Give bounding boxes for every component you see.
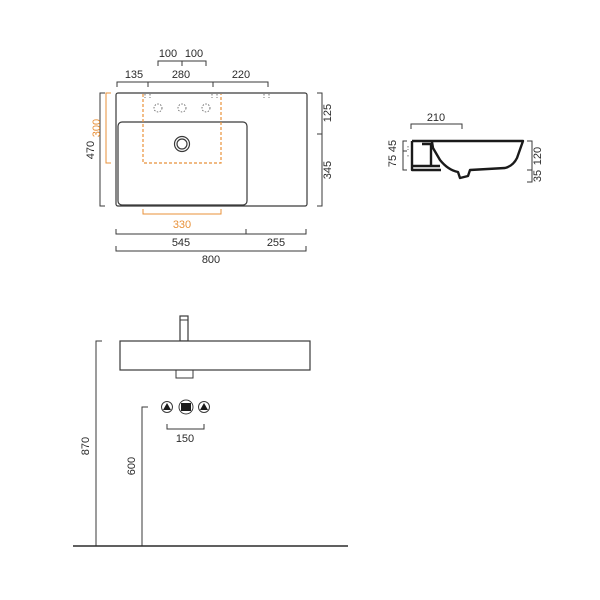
rim-height-dimension-line xyxy=(95,340,102,546)
shelf-section-label: 255 xyxy=(267,237,285,249)
basin-area-dimension-line xyxy=(105,92,111,164)
top-view: 100 100 135 280 220 470 300 125 345 xyxy=(85,48,334,266)
basin-area-label: 300 xyxy=(91,119,103,137)
front-elevation-view: 150 870 600 xyxy=(73,315,348,547)
side-section-view: 210 45 75 120 35 xyxy=(387,112,544,183)
waste-outlet-square xyxy=(181,403,191,411)
side-right-dimension-line xyxy=(527,140,533,183)
basin-section-profile xyxy=(410,139,525,180)
total-width-dimension-line xyxy=(115,246,307,252)
inlet-left-triangle xyxy=(163,403,171,410)
bowl-section-label: 545 xyxy=(172,237,190,249)
total-depth-dimension-line xyxy=(99,92,105,207)
front-depth-label: 345 xyxy=(322,161,334,179)
hole-spacing-left-label: 100 xyxy=(159,48,177,60)
tap-hole-center-icon xyxy=(177,103,187,113)
trap-spacing-dimension-line xyxy=(166,424,205,430)
basin-front-outline xyxy=(119,340,311,371)
trap-spacing-label: 150 xyxy=(176,433,194,445)
top-width-dimension-line xyxy=(116,81,269,87)
left-offset-label: 135 xyxy=(125,69,143,81)
drain-height-label: 600 xyxy=(126,457,138,475)
right-depth-dimension-line xyxy=(317,92,323,207)
side-height-label: 120 xyxy=(532,147,544,165)
drain-inner-icon xyxy=(176,138,188,150)
drain-stub xyxy=(175,370,194,379)
side-left-dimension-line xyxy=(402,140,407,171)
tap-area-dashed-outline xyxy=(142,94,222,164)
side-lower-label: 75 xyxy=(387,155,399,167)
bowl-outline xyxy=(117,121,248,206)
back-ledge-label: 125 xyxy=(322,104,334,122)
side-upper-label: 45 xyxy=(387,140,399,152)
total-depth-label: 470 xyxy=(85,141,97,159)
tap-hole-right-icon xyxy=(201,103,211,113)
side-top-label: 210 xyxy=(427,112,445,124)
middle-width-label: 280 xyxy=(172,69,190,81)
side-bottom-label: 35 xyxy=(532,170,544,182)
hole-spacing-dimension-line xyxy=(157,60,207,66)
rim-height-label: 870 xyxy=(80,437,92,455)
side-top-dimension-line xyxy=(410,123,463,129)
right-width-label: 220 xyxy=(232,69,250,81)
total-width-label: 800 xyxy=(202,254,220,266)
drain-height-dimension-line xyxy=(141,406,148,546)
wall-fittings xyxy=(161,399,210,415)
hole-spacing-right-label: 100 xyxy=(185,48,203,60)
inlet-right-triangle xyxy=(200,403,208,410)
basin-width-dimension-line xyxy=(142,209,222,215)
bowl-shelf-dimension-line xyxy=(115,229,307,235)
tap-hole-left-icon xyxy=(153,103,163,113)
basin-width-label: 330 xyxy=(173,219,191,231)
